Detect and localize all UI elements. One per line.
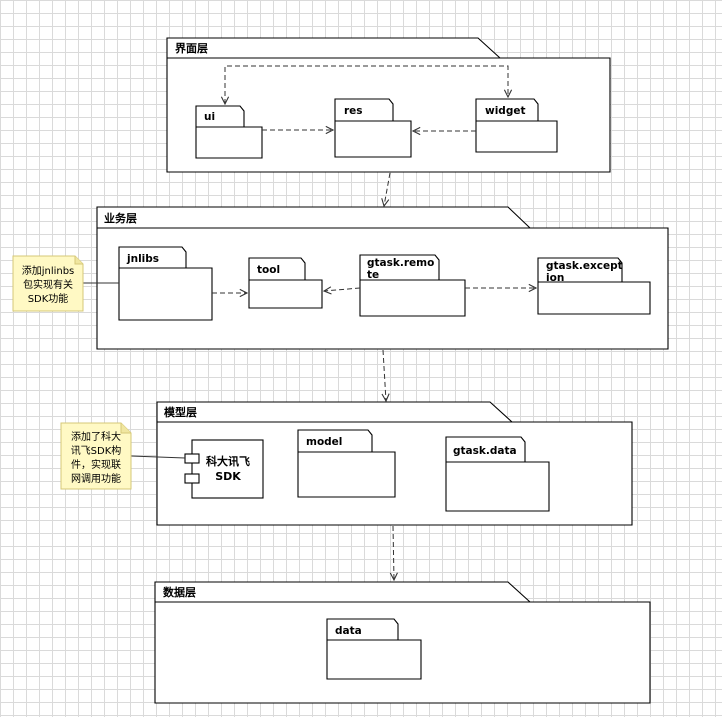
component-label-1: 科大讯飞 [206, 454, 250, 468]
component-port-top [184, 453, 200, 464]
note-sdk[interactable]: 添加了科大 讯飞SDK构 件，实现联 网调用功能 [60, 422, 132, 490]
note-jnlibs[interactable]: 添加jnlinbs 包实现有关 SDK功能 [12, 255, 84, 312]
package-gtask-exception-label-1: gtask.except [546, 260, 623, 272]
dep-ui-layer-to-business [384, 172, 391, 206]
package-jnlibs[interactable]: jnlibs [118, 246, 213, 321]
component-iflytek-sdk[interactable]: 科大讯飞 SDK [184, 439, 264, 499]
package-ui[interactable]: ui [195, 105, 263, 159]
package-gtask-remote-label-2: te [367, 269, 379, 281]
dep-business-to-model [383, 349, 386, 401]
package-gtask-data[interactable]: gtask.data [445, 436, 550, 512]
component-port-bottom [184, 473, 200, 484]
ui-layer-title: 界面层 [175, 42, 208, 55]
data-layer-title: 数据层 [163, 585, 196, 599]
package-ui-label: ui [204, 111, 215, 123]
package-widget-label: widget [485, 105, 525, 117]
package-data-label: data [335, 625, 362, 637]
note-sdk-line-3: 件，实现联 [71, 458, 121, 471]
package-gtask-exception-label-2: ion [546, 272, 564, 284]
package-gtask-remote-label-1: gtask.remo [367, 257, 434, 269]
package-gtask-remote[interactable]: gtask.remo te [359, 254, 466, 317]
package-model[interactable]: model [297, 429, 396, 498]
package-model-label: model [306, 436, 342, 448]
model-layer-title: 模型层 [164, 405, 197, 419]
package-gtask-data-label: gtask.data [453, 445, 517, 457]
note-sdk-line-4: 网调用功能 [71, 472, 121, 485]
note-jnlibs-line-2: 包实现有关 [23, 278, 73, 291]
note-jnlibs-line-1: 添加jnlinbs [22, 264, 75, 277]
business-layer-title: 业务层 [104, 211, 137, 225]
package-jnlibs-label: jnlibs [126, 253, 159, 265]
package-res-label: res [344, 105, 363, 117]
dep-ui-widget [225, 65, 508, 104]
dep-model-to-data [393, 525, 394, 580]
package-tool[interactable]: tool [248, 257, 323, 309]
package-widget[interactable]: widget [475, 98, 558, 153]
dep-remote-to-tool [324, 288, 361, 291]
package-res[interactable]: res [334, 98, 412, 158]
note-sdk-line-2: 讯飞SDK构 [71, 444, 122, 457]
note-sdk-connector [130, 455, 186, 459]
note-sdk-line-1: 添加了科大 [71, 430, 121, 443]
component-label-2: SDK [215, 470, 241, 483]
package-data[interactable]: data [326, 618, 422, 680]
package-gtask-exception[interactable]: gtask.except ion [537, 257, 651, 315]
package-tool-label: tool [257, 264, 280, 276]
note-jnlibs-line-3: SDK功能 [28, 292, 69, 305]
